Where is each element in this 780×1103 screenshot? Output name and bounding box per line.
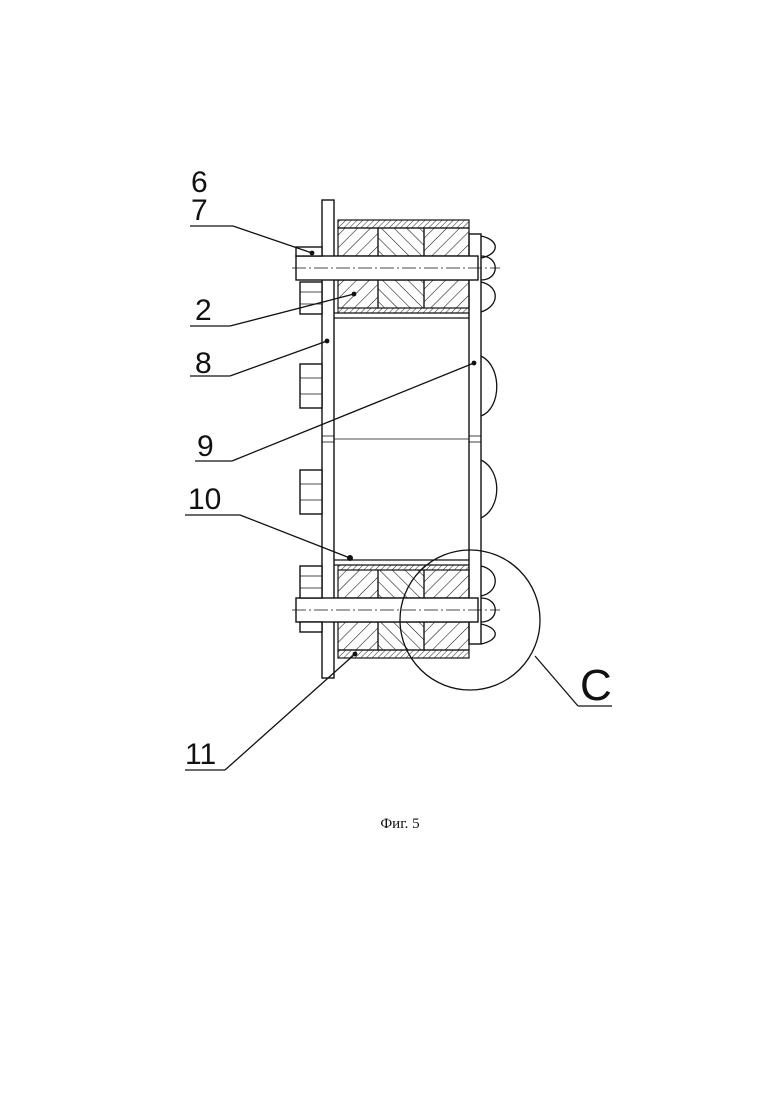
label-2: 2 — [195, 294, 212, 327]
label-9: 9 — [197, 430, 214, 463]
right-plate — [469, 234, 481, 644]
label-c: C — [580, 661, 612, 710]
figure-caption: Фиг. 5 — [380, 816, 419, 832]
central-tube — [334, 313, 469, 565]
label-8: 8 — [195, 347, 212, 380]
right-dome-heads — [481, 236, 497, 644]
lower-bolt — [292, 598, 500, 622]
label-10: 10 — [188, 483, 221, 516]
left-nuts — [300, 282, 322, 632]
label-11: 11 — [185, 738, 216, 771]
label-7: 7 — [191, 194, 208, 227]
